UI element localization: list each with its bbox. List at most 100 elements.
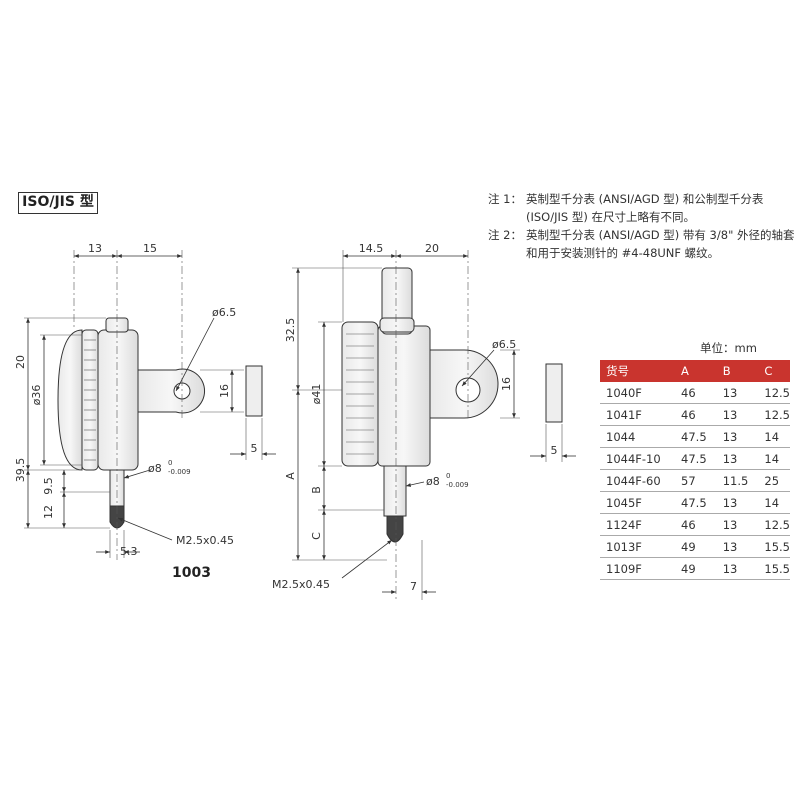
dim-9-5: 9.5 (42, 477, 55, 495)
cell: 46 (675, 403, 717, 426)
dim-stem-8: ø8 (148, 462, 162, 475)
dim-15: 15 (143, 242, 157, 255)
cell: 46 (675, 382, 717, 404)
right-dimension-lines (296, 254, 576, 594)
cell: 14 (758, 447, 790, 470)
header-cell: 货号 (600, 360, 676, 382)
right-gauge (341, 267, 563, 543)
cell: 15.5 (758, 535, 790, 558)
cell: 13 (716, 425, 759, 448)
dim-20-right: 20 (425, 242, 439, 255)
cell: 46 (675, 513, 717, 536)
header-cell: A (675, 360, 717, 382)
left-lug-side (245, 365, 263, 417)
dim-16: 16 (218, 384, 231, 398)
left-dimension-lines (26, 254, 276, 554)
dim-C: C (310, 532, 323, 540)
cell: 13 (716, 447, 759, 470)
dim-16-right: 16 (500, 377, 513, 391)
dim-20: 20 (14, 355, 27, 369)
right-lug-side (545, 363, 563, 423)
dim-stem-8-tol: -0.009 (168, 468, 191, 476)
note-2: 注 2： 英制型千分表 (ANSI/AGD 型) 带有 3/8" 外径的轴套和用… (488, 226, 798, 262)
right-knurl-lines (346, 333, 374, 455)
cell: 15.5 (758, 557, 790, 580)
standard-badge: ISO/JIS 型 (18, 192, 98, 214)
dim-5-right: 5 (551, 444, 558, 457)
dim-hole-6-5-right: ø6.5 (492, 338, 516, 351)
dim-7: 7 (410, 580, 417, 593)
thread-label-right: M2.5x0.45 (272, 578, 330, 591)
cell: 1013F (600, 535, 676, 558)
cell: 12.5 (758, 382, 790, 404)
dim-stem-8-tol-right: -0.009 (446, 481, 469, 489)
dim-hole-6-5: ø6.5 (212, 306, 236, 319)
dim-32-5: 32.5 (284, 318, 297, 343)
thread-label: M2.5x0.45 (176, 534, 234, 547)
cell: 47.5 (675, 447, 717, 470)
note-text: 英制型千分表 (ANSI/AGD 型) 带有 3/8" 外径的轴套和用于安装测针… (526, 228, 795, 260)
right-stem (383, 465, 407, 517)
left-gauge (57, 317, 263, 529)
cell: 57 (675, 469, 717, 492)
note-text: 英制型千分表 (ANSI/AGD 型) 和公制型千分表 (ISO/JIS 型) … (526, 192, 764, 224)
cell: 13 (716, 382, 759, 404)
cell: 25 (758, 469, 790, 492)
left-extension-lines (24, 250, 263, 560)
dim-stem-8-tol0: 0 (168, 459, 172, 467)
dim-13: 13 (88, 242, 102, 255)
dim-5: 5 (251, 442, 258, 455)
cell: 11.5 (716, 469, 759, 492)
cell: 1044F-10 (600, 447, 676, 470)
dim-stem-8-right: ø8 (426, 475, 440, 488)
dim-B: B (310, 486, 323, 494)
dim-5-3: 5.3 (120, 545, 138, 558)
right-gauge-body (377, 325, 431, 467)
cell: 1045F (600, 491, 676, 514)
cell: 13 (716, 535, 759, 558)
cell: 1109F (600, 557, 676, 580)
note-label: 注 2： (488, 228, 522, 242)
cell: 1040F (600, 382, 676, 404)
cell: 47.5 (675, 425, 717, 448)
left-bezel-face (57, 329, 83, 471)
model-number: 1003 (172, 565, 211, 581)
cell: 14 (758, 491, 790, 514)
left-lug-back (137, 368, 206, 414)
dim-A: A (284, 472, 297, 480)
dim-12: 12 (42, 505, 55, 519)
left-knurl-lines (84, 339, 96, 461)
note-label: 注 1： (488, 192, 522, 206)
cell: 12.5 (758, 403, 790, 426)
cell: 49 (675, 535, 717, 558)
left-gauge-body (97, 329, 139, 471)
unit-label: 单位：mm (700, 341, 757, 355)
dim-14-5: 14.5 (359, 242, 384, 255)
table-header-row: 货号 A B C (600, 360, 790, 382)
cell: 49 (675, 557, 717, 580)
notes: 注 1： 英制型千分表 (ANSI/AGD 型) 和公制型千分表 (ISO/JI… (488, 190, 798, 262)
right-contact-point (386, 515, 404, 543)
cell: 47.5 (675, 491, 717, 514)
header-cell: C (758, 360, 790, 382)
cell: 1124F (600, 513, 676, 536)
right-dimension-labels: 14.5 20 32.5 ø41 A B C ø6.5 16 5 ø8 0 -0… (272, 242, 558, 593)
cell: 14 (758, 425, 790, 448)
dim-stem-8-tol0-right: 0 (446, 472, 450, 480)
cell: 13 (716, 403, 759, 426)
dim-41: ø41 (310, 384, 323, 405)
cell: 1044 (600, 425, 676, 448)
right-cap (379, 317, 415, 333)
dim-36: ø36 (30, 385, 43, 406)
cell: 12.5 (758, 513, 790, 536)
cell: 13 (716, 513, 759, 536)
